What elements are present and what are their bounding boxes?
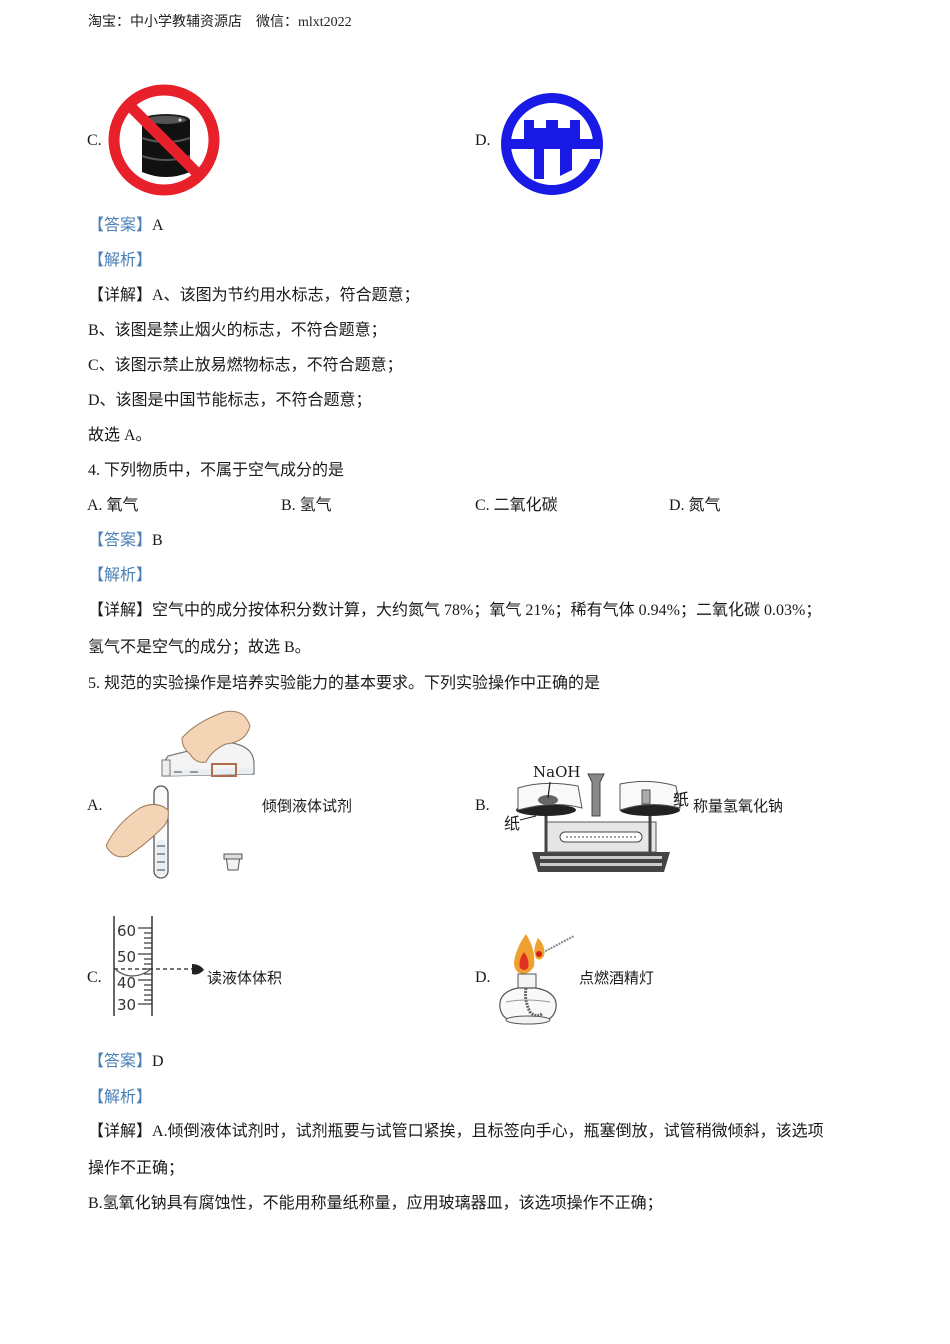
answer-tag: 【答案】 xyxy=(88,1053,153,1070)
q4-option-b: B. 氢气 xyxy=(281,497,332,514)
q3-detail-line: B、该图是禁止烟火的标志，不符合题意； xyxy=(88,322,387,339)
q3-detail-line: D、该图是中国节能标志，不符合题意； xyxy=(88,392,372,409)
answer-value: D xyxy=(152,1053,164,1070)
pouring-liquid-illustration-icon xyxy=(106,704,256,882)
q3-option-d-label: D. xyxy=(475,132,491,149)
q4-detail-line: 【详解】空气中的成分按体积分数计算，大约氮气 78%；氧气 21%；稀有气体 0… xyxy=(88,601,821,621)
answer-tag: 【答案】 xyxy=(88,532,153,549)
answer-value: A xyxy=(152,217,164,234)
china-energy-saving-logo-icon xyxy=(500,92,604,196)
q5-detail-line: 操作不正确； xyxy=(88,1160,185,1177)
detail-text: A、该图为节约用水标志，符合题意； xyxy=(152,287,420,304)
q5-stem: 5. 规范的实验操作是培养实验能力的基本要求。下列实验操作中正确的是 xyxy=(88,675,601,692)
q5-option-b-label: B. xyxy=(475,797,490,814)
q5-option-b-caption: 称量氢氧化钠 xyxy=(693,797,784,815)
q5-detail-line: B.氢氧化钠具有腐蚀性，不能用称量纸称量，应用玻璃器皿，该选项操作不正确； xyxy=(88,1195,663,1212)
q5-option-c-caption: 读液体体积 xyxy=(207,969,283,987)
cylinder-scale-labels: 60 50 40 30 xyxy=(117,918,136,1018)
page-header: 淘宝：中小学教辅资源店 微信：mlxt2022 xyxy=(88,14,352,32)
answer-value: B xyxy=(152,532,163,549)
q4-detail-line: 氢气不是空气的成分；故选 B。 xyxy=(88,639,311,656)
tick-40: 40 xyxy=(117,974,137,992)
q4-option-d: D. 氮气 xyxy=(669,497,721,514)
shop-name: 淘宝：中小学教辅资源店 xyxy=(88,15,242,30)
graduated-cylinder-illustration-icon xyxy=(112,914,212,1018)
paper-label-left: 纸 xyxy=(504,814,521,833)
q5-option-d-label: D. xyxy=(475,969,491,986)
tick-30: 30 xyxy=(117,996,137,1014)
q4-stem: 4. 下列物质中，不属于空气成分的是 xyxy=(88,462,345,479)
q5-option-a-caption: 倾倒液体试剂 xyxy=(262,797,353,815)
no-flammable-barrel-sign-icon xyxy=(106,82,222,198)
detail-tag: 【详解】 xyxy=(88,287,153,304)
q3-option-c-label: C. xyxy=(87,132,102,149)
detail-tag: 【详解】 xyxy=(88,1123,153,1140)
q3-conclusion: 故选 A。 xyxy=(88,427,152,444)
q4-option-a: A. 氧气 xyxy=(87,497,139,514)
q3-detail-line: 【详解】A、该图为节约用水标志，符合题意； xyxy=(88,286,420,306)
q3-answer: 【答案】A xyxy=(88,216,164,236)
wechat-id: 微信：mlxt2022 xyxy=(256,15,352,30)
answer-tag: 【答案】 xyxy=(88,217,153,234)
detail-tag: 【详解】 xyxy=(88,602,153,619)
balance-scale-illustration-icon xyxy=(504,760,694,878)
q5-answer: 【答案】D xyxy=(88,1052,164,1072)
detail-text: A.倾倒液体试剂时，试剂瓶要与试管口紧挨，且标签向手心，瓶塞倒放，试管稍微倾斜，… xyxy=(152,1123,824,1140)
q4-option-c: C. 二氧化碳 xyxy=(475,497,558,514)
tick-60: 60 xyxy=(117,922,137,940)
detail-text: 空气中的成分按体积分数计算，大约氮气 78%；氧气 21%；稀有气体 0.94%… xyxy=(152,602,822,619)
q3-detail-line: C、该图示禁止放易燃物标志，不符合题意； xyxy=(88,357,403,374)
q5-option-c-label: C. xyxy=(87,969,102,986)
alcohol-lamp-illustration-icon xyxy=(496,928,586,1028)
q5-option-a-label: A. xyxy=(87,797,103,814)
q3-analysis-tag: 【解析】 xyxy=(88,252,153,269)
tick-50: 50 xyxy=(117,948,137,966)
q5-option-d-caption: 点燃酒精灯 xyxy=(579,969,655,987)
q5-detail-line: 【详解】A.倾倒液体试剂时，试剂瓶要与试管口紧挨，且标签向手心，瓶塞倒放，试管稍… xyxy=(88,1122,824,1142)
q4-answer: 【答案】B xyxy=(88,531,163,551)
q5-analysis-tag: 【解析】 xyxy=(88,1089,153,1106)
naoh-label: NaOH xyxy=(533,763,581,781)
paper-label-right: 纸 xyxy=(673,790,690,809)
q4-analysis-tag: 【解析】 xyxy=(88,567,153,584)
